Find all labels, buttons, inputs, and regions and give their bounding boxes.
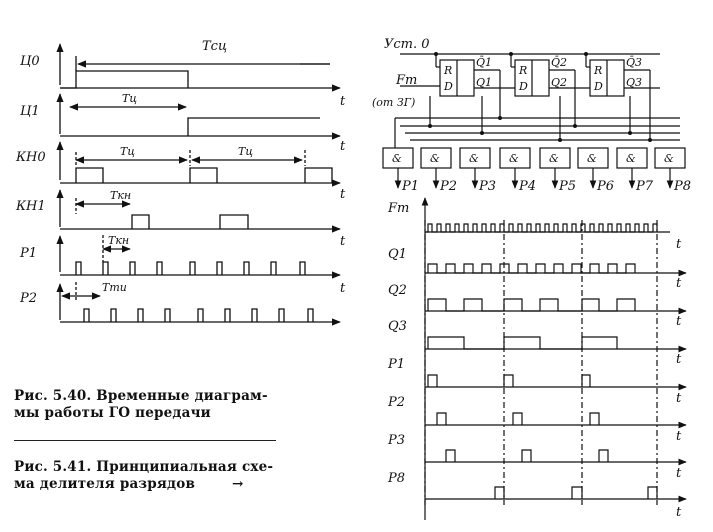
- output-label-p1: P1: [401, 179, 419, 194]
- caption-line: Рис. 5.40. Временные диаграм-: [14, 388, 268, 404]
- signal-label-c1: Ц1: [20, 104, 40, 119]
- ff1-r-label: R: [443, 64, 452, 77]
- annotation-tc: Тц: [238, 145, 253, 158]
- ff1-qbar-label: Q̄1: [476, 56, 492, 69]
- timing-label-q3: Q3: [388, 319, 407, 334]
- timing-label-p2: P2: [387, 395, 405, 410]
- annotation-tkn: Ткн: [108, 234, 129, 247]
- ff3-d-label: D: [593, 80, 603, 93]
- signal-label-c0: Ц0: [20, 54, 40, 69]
- output-label-p7: P7: [635, 179, 654, 194]
- left-timing-diagram: [56, 43, 341, 326]
- schematic-labels: Уст. 0 Fт (от ЗГ) R D Q̄1 Q1 R D Q̄2 Q2 …: [372, 37, 691, 194]
- time-label: t: [340, 234, 346, 249]
- output-label-p3: P3: [478, 179, 496, 194]
- time-label: t: [340, 94, 346, 109]
- annotation-tsc: Тсц: [202, 39, 227, 54]
- and-gate-label: &: [509, 152, 519, 165]
- ff3-q-label: Q3: [626, 76, 642, 89]
- and-gate-label: &: [430, 152, 440, 165]
- caption-text: ма делителя разрядов: [14, 476, 196, 492]
- time-label: t: [676, 314, 682, 329]
- signal-label-p1: P1: [19, 246, 37, 261]
- signal-label-p2: P2: [19, 291, 37, 306]
- and-gate-label: &: [587, 152, 597, 165]
- ff2-d-label: D: [518, 80, 528, 93]
- annotation-tti: Тти: [102, 281, 127, 294]
- ff2-qbar-label: Q̄2: [551, 56, 567, 69]
- timing-label-p8: P8: [387, 471, 405, 486]
- clock-source-label: (от ЗГ): [372, 96, 415, 109]
- and-gate-label: &: [469, 152, 479, 165]
- figure-caption-5-40: Рис. 5.40. Временные диаграм- мы работы …: [14, 388, 268, 422]
- time-label: t: [676, 391, 682, 406]
- and-gate-label: &: [664, 152, 674, 165]
- timing-label-p1: P1: [387, 357, 405, 372]
- ff3-r-label: R: [593, 64, 602, 77]
- annotation-tc: Тц: [120, 145, 135, 158]
- time-label: t: [340, 187, 346, 202]
- time-label: t: [676, 466, 682, 481]
- figure-caption-5-41: Рис. 5.41. Принципиальная схе- ма делите…: [14, 459, 273, 493]
- signal-label-kn0: КН0: [15, 150, 46, 165]
- time-label: t: [676, 429, 682, 444]
- timing-label-q1: Q1: [388, 247, 407, 262]
- time-label: t: [676, 237, 682, 252]
- junction-dots: [428, 52, 652, 142]
- annotation-tkn: Ткн: [110, 189, 131, 202]
- caption-arrow-icon: →: [231, 476, 244, 492]
- signal-label-kn1: КН1: [15, 199, 46, 214]
- and-gate-label: &: [392, 152, 402, 165]
- time-label: t: [340, 139, 346, 154]
- ff1-q-label: Q1: [476, 76, 492, 89]
- time-label: t: [676, 505, 682, 520]
- reset-label: Уст. 0: [384, 37, 430, 52]
- divider-schematic: [382, 53, 686, 189]
- output-label-p2: P2: [439, 179, 457, 194]
- time-label: t: [676, 352, 682, 367]
- output-label-p5: P5: [558, 179, 576, 194]
- ff2-q-label: Q2: [551, 76, 567, 89]
- and-gate-label: &: [626, 152, 636, 165]
- output-label-p8: P8: [673, 179, 691, 194]
- right-timing-labels: Fт Q1 Q2 Q3 P1 P2 P3 P8 t t t t t t t t: [387, 201, 682, 520]
- timing-label-q2: Q2: [388, 283, 407, 298]
- clock-label: Fт: [395, 73, 417, 88]
- output-label-p6: P6: [596, 179, 614, 194]
- caption-line: мы работы ГО передачи: [14, 405, 211, 421]
- ff3-qbar-label: Q̄3: [626, 56, 642, 69]
- ff1-d-label: D: [443, 80, 453, 93]
- timing-label-p3: P3: [387, 433, 405, 448]
- annotation-tc: Тц: [122, 92, 137, 105]
- caption-line: Рис. 5.41. Принципиальная схе-: [14, 459, 274, 475]
- caption-divider: [14, 440, 276, 441]
- ff2-r-label: R: [518, 64, 527, 77]
- time-label: t: [340, 281, 346, 296]
- timing-label-ft: Fт: [387, 201, 409, 216]
- caption-line: ма делителя разрядов →: [14, 476, 273, 493]
- left-signal-labels: Ц0 Ц1 КН0 КН1 P1 P2 t t t t t Тсц Тц Тц …: [15, 39, 346, 306]
- right-timing-diagram: [421, 197, 687, 520]
- time-label: t: [676, 276, 682, 291]
- and-gate-label: &: [549, 152, 559, 165]
- output-label-p4: P4: [518, 179, 536, 194]
